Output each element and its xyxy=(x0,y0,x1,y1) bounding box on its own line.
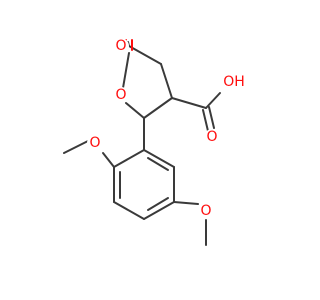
bond-acid-c-oh xyxy=(205,92,221,109)
upper-methoxy-oxygen-label: O xyxy=(89,135,100,151)
atom-labels: O O OH O O O xyxy=(87,38,245,219)
bond-ring-upper-o xyxy=(102,152,115,168)
bond-acid-c-o-2 xyxy=(208,106,215,129)
ring-bond-4 xyxy=(113,201,145,220)
carboxylic-acid-group xyxy=(171,92,221,132)
ring-inner-1 xyxy=(147,157,169,171)
acid-carbonyl-oxygen-label: O xyxy=(206,129,217,145)
bond-ring-lower-o xyxy=(173,201,199,205)
molecule-structure-diagram: O O OH O O O xyxy=(63,38,245,246)
carbonyl-oxygen-label: O xyxy=(115,38,126,54)
ring-bond-3 xyxy=(143,201,175,220)
bond-ring-o-c1 xyxy=(122,52,130,89)
lactone-ring xyxy=(122,45,173,119)
ring-bond-6 xyxy=(113,149,145,168)
benzene-ring xyxy=(113,149,175,220)
upper-methoxy-group xyxy=(63,140,115,168)
bond-c2-c3 xyxy=(160,63,173,99)
lower-methoxy-oxygen-label: O xyxy=(200,203,211,219)
ring-oxygen-label: O xyxy=(115,87,126,103)
lower-methoxy-group xyxy=(173,201,207,246)
bond-acid-c-o-1 xyxy=(202,109,209,132)
ring-bond-1 xyxy=(143,149,175,168)
bond-c3-c4 xyxy=(143,97,173,119)
bond-c3-acid-c xyxy=(171,97,207,109)
bond-c1-c2 xyxy=(128,45,162,65)
hydroxyl-label: OH xyxy=(223,74,245,90)
bond-upper-o-methyl xyxy=(63,140,89,154)
bond-c4-ring-o xyxy=(125,102,145,119)
ring-inner-2 xyxy=(147,197,169,211)
